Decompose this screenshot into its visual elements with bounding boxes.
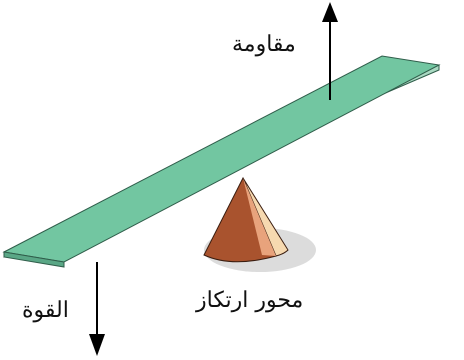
- arrow-down-icon: [89, 262, 105, 356]
- resistance-label: مقاومة: [232, 32, 296, 57]
- lever-plank: [2, 55, 441, 268]
- effort-label: القوة: [22, 298, 69, 323]
- fulcrum-cone: [203, 176, 289, 263]
- fulcrum-label: محور ارتكاز: [196, 288, 304, 313]
- arrow-up-icon: [322, 2, 338, 100]
